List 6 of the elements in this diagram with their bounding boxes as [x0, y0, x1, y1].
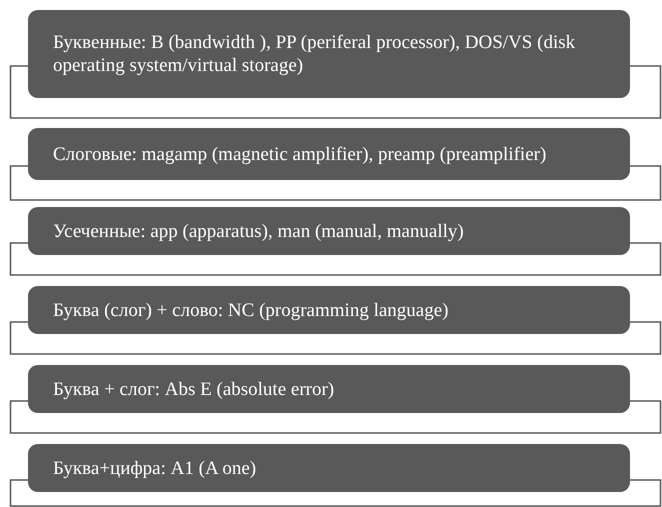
list-item-box: Слоговые: magamp (magnetic amplifier), preamp (preamplifier)	[28, 128, 630, 180]
list-item-box: Буква + слог: Abs E (absolute error)	[28, 365, 630, 413]
list-item-box: Буква+цифра: A1 (A one)	[28, 444, 630, 492]
list-item-box: Буква (слог) + слово: NC (programming language)	[28, 286, 630, 334]
list-item-box: Усеченные: app (apparatus), man (manual, manually)	[28, 207, 630, 255]
list-item-box: Буквенные: B (bandwidth ), PP (periferal processor), DOS/VS (disk operating system/virtual storage)	[28, 10, 630, 98]
